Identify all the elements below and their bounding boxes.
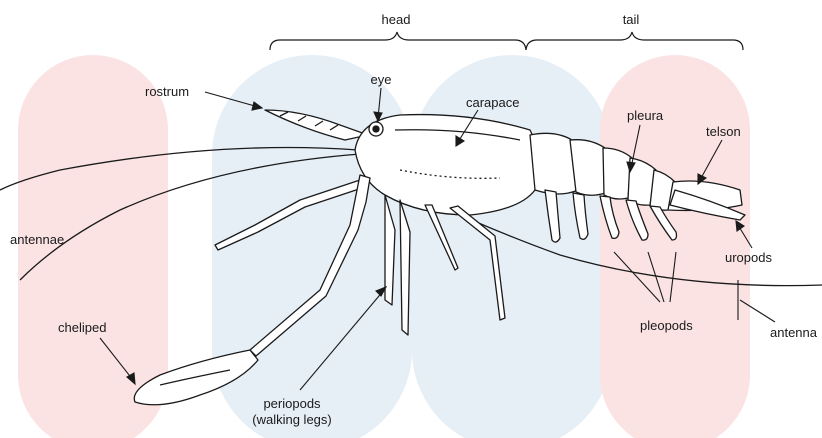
tail-seg-3 [603, 148, 632, 199]
label-walking-legs: (walking legs) [252, 412, 331, 427]
label-pleopods: pleopods [640, 318, 693, 333]
label-cheliped: cheliped [58, 320, 106, 335]
tail-seg-2 [570, 140, 605, 196]
label-antenna: antenna [770, 325, 817, 340]
watermark-pink-right [600, 55, 750, 438]
label-rostrum: rostrum [145, 84, 189, 99]
label-eye: eye [371, 72, 392, 87]
watermark-blue-right [412, 55, 612, 438]
label-carapace: carapace [466, 95, 519, 110]
label-antennae: antennae [10, 232, 64, 247]
head-tail-brace [270, 32, 743, 50]
label-tail: tail [623, 12, 640, 27]
tail-brace [526, 32, 743, 50]
head-brace [270, 32, 526, 50]
label-telson: telson [706, 124, 741, 139]
label-pleura: pleura [627, 108, 663, 123]
label-periopods: periopods [263, 396, 320, 411]
label-uropods: uropods [725, 250, 772, 265]
label-head: head [382, 12, 411, 27]
